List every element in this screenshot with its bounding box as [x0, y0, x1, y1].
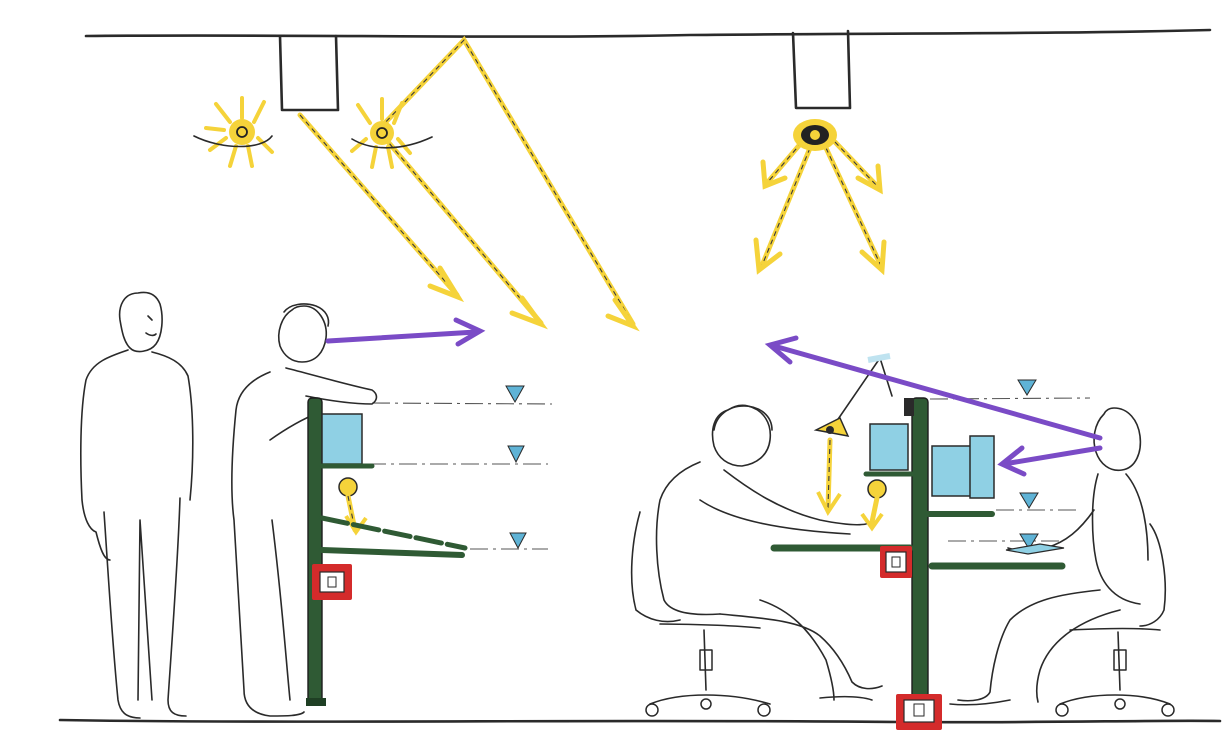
floor-line: [58, 718, 1222, 724]
light-rays: [297, 35, 887, 332]
sunburst-eye-icon: [193, 96, 274, 168]
downlight-icon: [793, 119, 837, 151]
monitor: [321, 413, 363, 465]
triangle-down-icon: [507, 445, 525, 464]
light-ray: [764, 139, 805, 186]
triangle-down-icon: [1017, 379, 1037, 396]
center-workstation: [770, 353, 1066, 730]
level-markers: [368, 379, 1091, 550]
ceiling: [84, 28, 1212, 112]
triangle-down-icon: [1019, 533, 1039, 550]
seated-person-left: [655, 404, 883, 701]
office-chair: [1055, 523, 1175, 717]
keyboard: [1005, 543, 1065, 555]
sightline-arrow: [325, 317, 486, 347]
sightline-arrow: [764, 335, 1103, 441]
triangle-down-icon: [505, 385, 525, 404]
standing-workstation: [306, 397, 468, 706]
triangle-down-icon: [1019, 492, 1039, 509]
triangle-down-icon: [509, 532, 527, 550]
office-chair: [630, 511, 771, 717]
leaning-person: [231, 303, 378, 717]
outlet-box-icon: [896, 694, 942, 730]
monitor: [869, 423, 909, 471]
sunburst-eye-icon: [350, 97, 433, 169]
outlet-box-icon: [312, 564, 352, 600]
sightline-arrow: [997, 445, 1103, 477]
outlet-box-icon: [880, 546, 912, 578]
standing-person: [80, 291, 194, 719]
monitor: [931, 445, 975, 497]
